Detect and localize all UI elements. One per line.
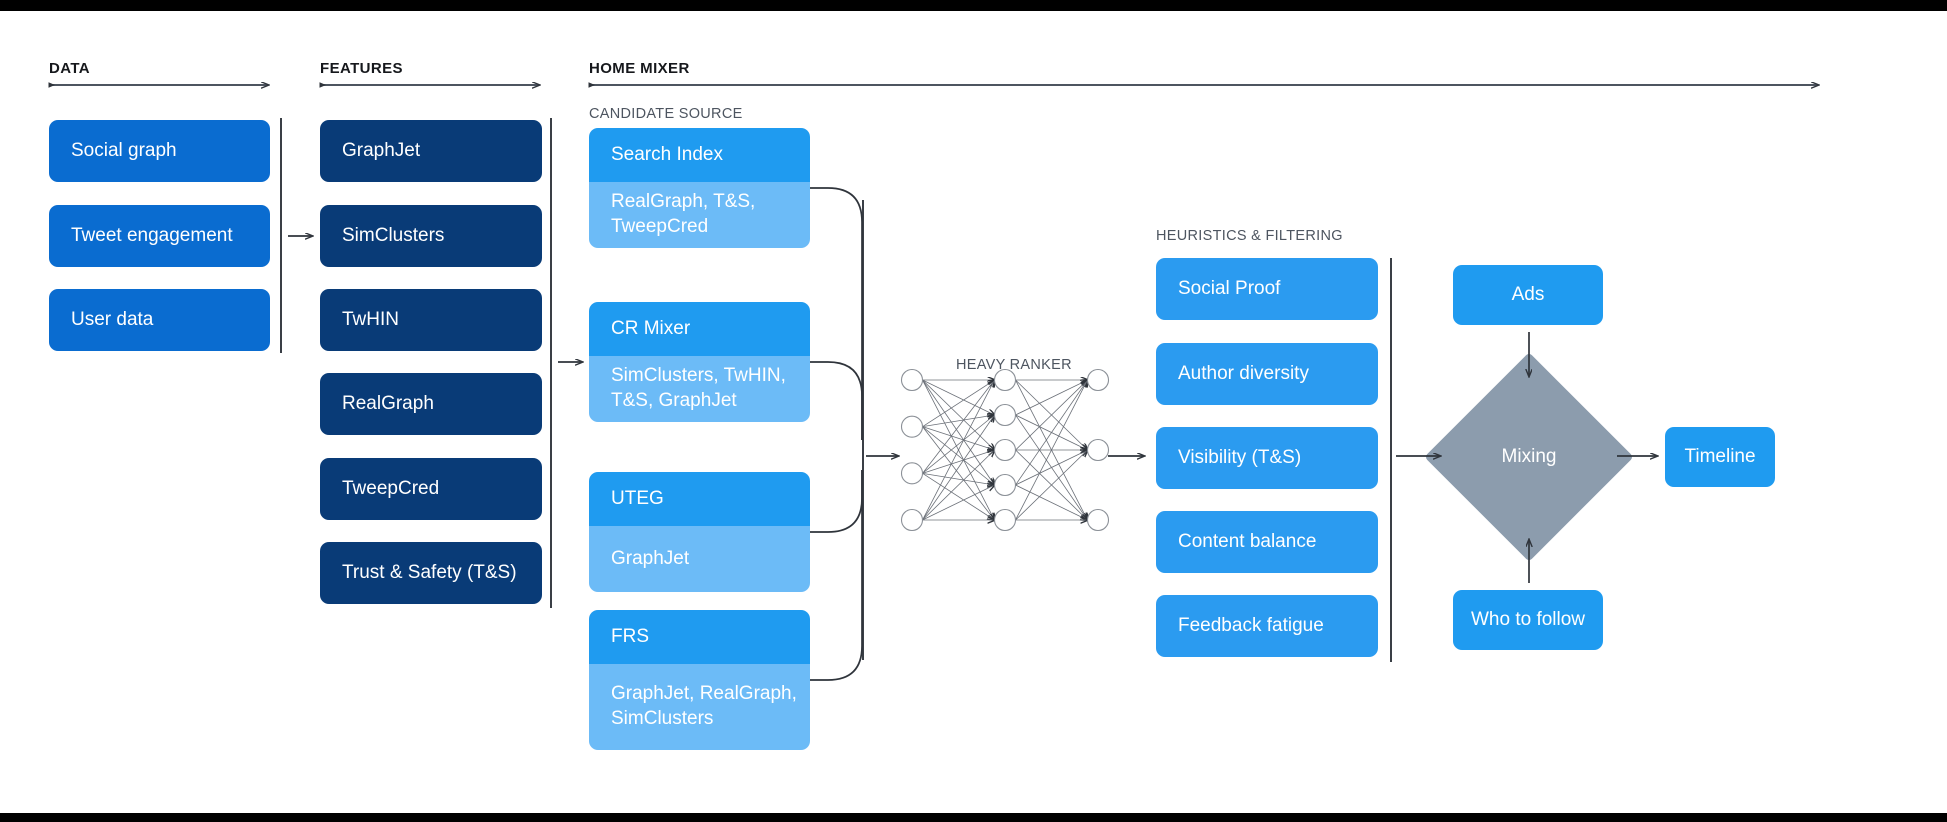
card-detail-cr-mixer: SimClusters, TwHIN, T&S, GraphJet (589, 356, 810, 422)
divider-features-mixer (550, 118, 552, 608)
card-title-frs: FRS (589, 610, 810, 664)
stage-label-features: FEATURES (320, 60, 403, 77)
heuristic-box-visibility[interactable]: Visibility (T&S) (1156, 427, 1378, 489)
data-box-user-data[interactable]: User data (49, 289, 270, 351)
mixing-label: Mixing (1501, 446, 1557, 467)
divider-data-features (280, 118, 282, 353)
candidate-source-card-cr-mixer[interactable]: CR Mixer SimClusters, TwHIN, T&S, GraphJ… (589, 302, 810, 422)
data-box-social-graph[interactable]: Social graph (49, 120, 270, 182)
features-box-tweepcred[interactable]: TweepCred (320, 458, 542, 520)
heuristic-box-author-diversity[interactable]: Author diversity (1156, 343, 1378, 405)
card-detail-frs: GraphJet, RealGraph, SimClusters (589, 664, 810, 750)
bottom-black-bar (0, 813, 1947, 822)
card-title-search-index: Search Index (589, 128, 810, 182)
features-box-realgraph[interactable]: RealGraph (320, 373, 542, 435)
section-label-candidate-source: CANDIDATE SOURCE (589, 106, 743, 122)
output-box-ads[interactable]: Ads (1453, 265, 1603, 325)
heavy-ranker-network (900, 368, 1110, 532)
output-box-timeline[interactable]: Timeline (1665, 427, 1775, 487)
section-label-heuristics: HEURISTICS & FILTERING (1156, 228, 1343, 244)
candidate-source-card-uteg[interactable]: UTEG GraphJet (589, 472, 810, 592)
card-title-cr-mixer: CR Mixer (589, 302, 810, 356)
output-box-who-to-follow[interactable]: Who to follow (1453, 590, 1603, 650)
heuristic-box-content-balance[interactable]: Content balance (1156, 511, 1378, 573)
card-title-uteg: UTEG (589, 472, 810, 526)
heuristic-box-social-proof[interactable]: Social Proof (1156, 258, 1378, 320)
card-detail-search-index: RealGraph, T&S, TweepCred (589, 182, 810, 248)
top-black-bar (0, 0, 1947, 11)
features-box-twhin[interactable]: TwHIN (320, 289, 542, 351)
candidate-bus-line (862, 200, 864, 660)
stage-label-data: DATA (49, 60, 91, 77)
features-box-simclusters[interactable]: SimClusters (320, 205, 542, 267)
features-box-trust-safety[interactable]: Trust & Safety (T&S) (320, 542, 542, 604)
card-detail-uteg: GraphJet (589, 526, 810, 592)
section-label-heavy-ranker: HEAVY RANKER (956, 357, 1072, 373)
candidate-source-card-search-index[interactable]: Search Index RealGraph, T&S, TweepCred (589, 128, 810, 248)
data-box-tweet-engagement[interactable]: Tweet engagement (49, 205, 270, 267)
heuristic-box-feedback-fatigue[interactable]: Feedback fatigue (1156, 595, 1378, 657)
candidate-source-card-frs[interactable]: FRS GraphJet, RealGraph, SimClusters (589, 610, 810, 750)
divider-heuristics-output (1390, 258, 1392, 662)
stage-label-home-mixer: HOME MIXER (589, 60, 690, 77)
features-box-graphjet[interactable]: GraphJet (320, 120, 542, 182)
